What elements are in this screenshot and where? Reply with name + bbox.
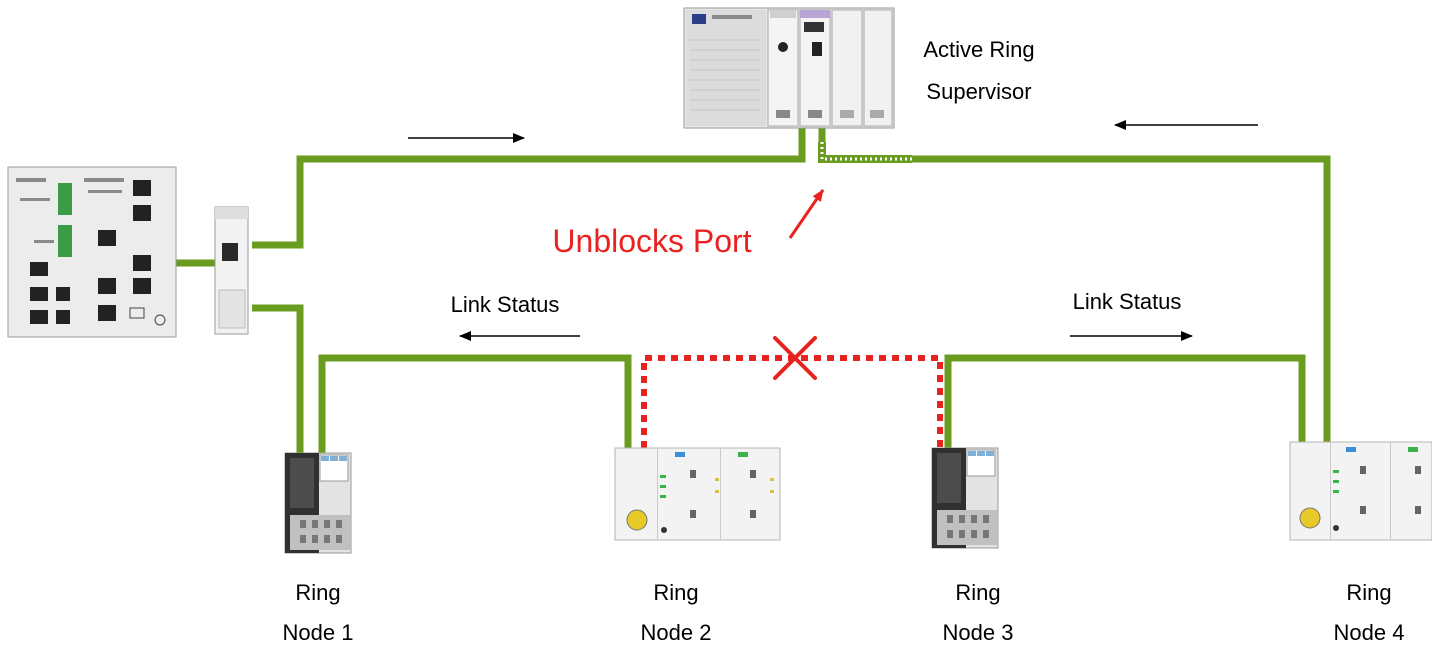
link-status-label-right: Link Status [1073,289,1182,314]
tap-module-icon [214,206,249,335]
link-node1-to-node2 [318,354,632,460]
link-tap-to-node1 [252,304,304,460]
node1-label-line2: Node 1 [283,620,354,645]
node2-label-line2: Node 2 [641,620,712,645]
node3-label-line2: Node 3 [943,620,1014,645]
link-supervisor-to-node4 [910,155,1331,448]
io-adapter-icon [931,447,999,549]
unblock-arrow [788,189,825,239]
fault-x-icon [773,336,817,380]
link-status-label-left: Link Status [451,292,560,317]
supervisor-label-line1: Active Ring [923,37,1034,62]
ring-cabling [175,128,1331,460]
link-tap-to-supervisor [252,128,806,249]
managed-switch-icon [7,166,177,338]
node4-label-line2: Node 4 [1334,620,1405,645]
io-block-icon [614,447,781,541]
node4-label-line1: Ring [1346,580,1391,605]
link-node3-to-node4 [944,354,1306,455]
controller-chassis-icon [683,7,895,129]
supervisor-label-line2: Supervisor [926,79,1031,104]
unblocked-port-segment [818,142,912,163]
node1-label-line1: Ring [295,580,340,605]
node3-label-line1: Ring [955,580,1000,605]
node2-label-line1: Ring [653,580,698,605]
faulted-link-node2-node3 [641,355,943,448]
io-block-icon [1289,441,1432,541]
unblocks-port-label: Unblocks Port [552,223,751,259]
io-adapter-icon [284,452,352,554]
